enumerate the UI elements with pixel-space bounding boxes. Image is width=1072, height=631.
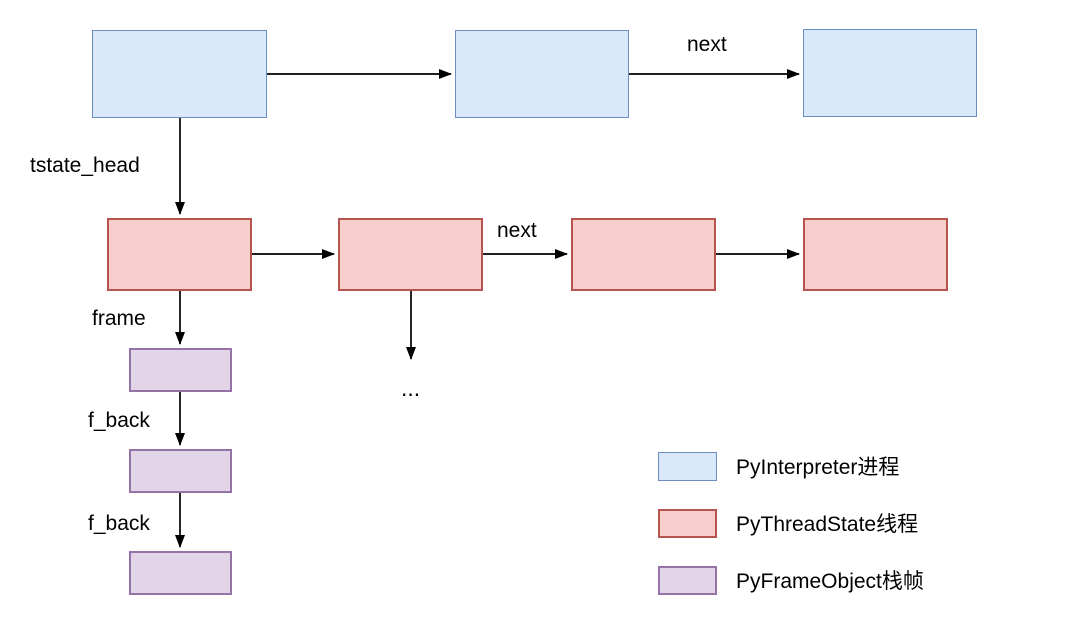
- f-back-label-2: f_back: [88, 512, 150, 535]
- next-label-middle: next: [497, 219, 537, 242]
- tstate-head-label: tstate_head: [30, 154, 140, 177]
- thread-node-1: [107, 218, 252, 291]
- interpreter-node-1: [92, 30, 267, 118]
- legend-item-interpreter: PyInterpreter进程: [658, 451, 899, 481]
- frame-node-3: [129, 551, 232, 595]
- ellipsis-label: ...: [401, 375, 421, 401]
- thread-node-4: [803, 218, 948, 291]
- legend-label-interpreter: PyInterpreter进程: [736, 456, 900, 479]
- legend-swatch-thread: [658, 508, 717, 538]
- next-label-top: next: [687, 33, 727, 56]
- interpreter-node-2: [455, 30, 629, 118]
- legend-item-frame: PyFrameObject栈帧: [658, 565, 924, 595]
- legend-swatch-interpreter: [658, 451, 717, 481]
- legend-label-thread: PyThreadState线程: [736, 513, 919, 536]
- legend-swatch-frame: [658, 565, 717, 595]
- interpreter-node-3: [803, 29, 977, 117]
- legend-label-frame: PyFrameObject栈帧: [736, 570, 924, 593]
- frame-label: frame: [92, 307, 146, 330]
- frame-node-1: [129, 348, 232, 392]
- thread-node-2: [338, 218, 483, 291]
- legend-item-thread: PyThreadState线程: [658, 508, 918, 538]
- thread-node-3: [571, 218, 716, 291]
- f-back-label-1: f_back: [88, 409, 150, 432]
- frame-node-2: [129, 449, 232, 493]
